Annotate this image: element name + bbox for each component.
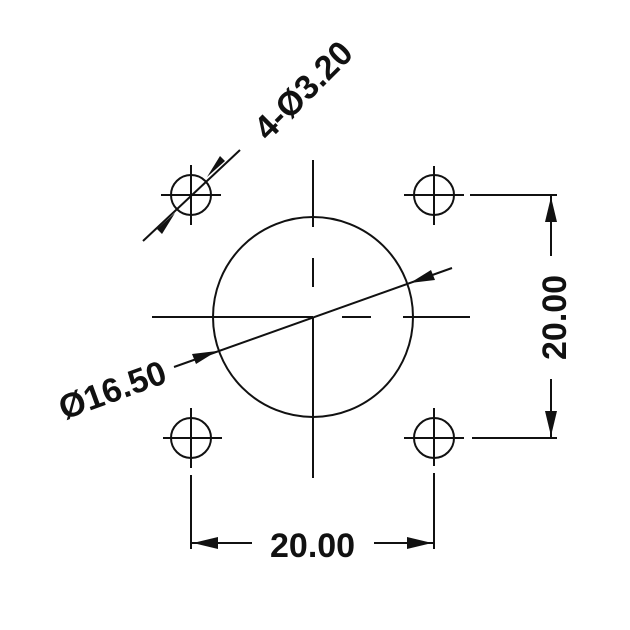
vertical-dimension: 20.00	[470, 194, 574, 439]
arrow-icon	[207, 156, 225, 177]
arrow-icon	[157, 213, 175, 234]
main-hole-diameter-dimension: Ø16.50	[54, 267, 453, 428]
mounting-hole-leader-line	[142, 149, 241, 242]
horizontal-dimension-label: 20.00	[270, 527, 355, 565]
arrow-icon	[545, 411, 557, 436]
mounting-hole-diameter-dimension: 4-Ø3.20	[142, 34, 361, 242]
mounting-hole-bottom-right	[404, 408, 464, 466]
arrow-icon	[407, 537, 432, 549]
mounting-hole-diameter-label: 4-Ø3.20	[247, 34, 361, 148]
arrow-icon	[545, 197, 557, 222]
vertical-dimension-label: 20.00	[536, 275, 574, 360]
main-hole-diameter-label: Ø16.50	[54, 354, 172, 428]
mounting-hole-top-right	[404, 166, 464, 225]
diameter-leader-line	[173, 267, 453, 368]
horizontal-dimension: 20.00	[190, 473, 435, 565]
arrow-icon	[193, 537, 218, 549]
arrow-icon	[192, 351, 217, 364]
arrow-icon	[410, 270, 435, 283]
mounting-hole-bottom-left	[163, 408, 222, 468]
main-hole	[152, 160, 470, 478]
